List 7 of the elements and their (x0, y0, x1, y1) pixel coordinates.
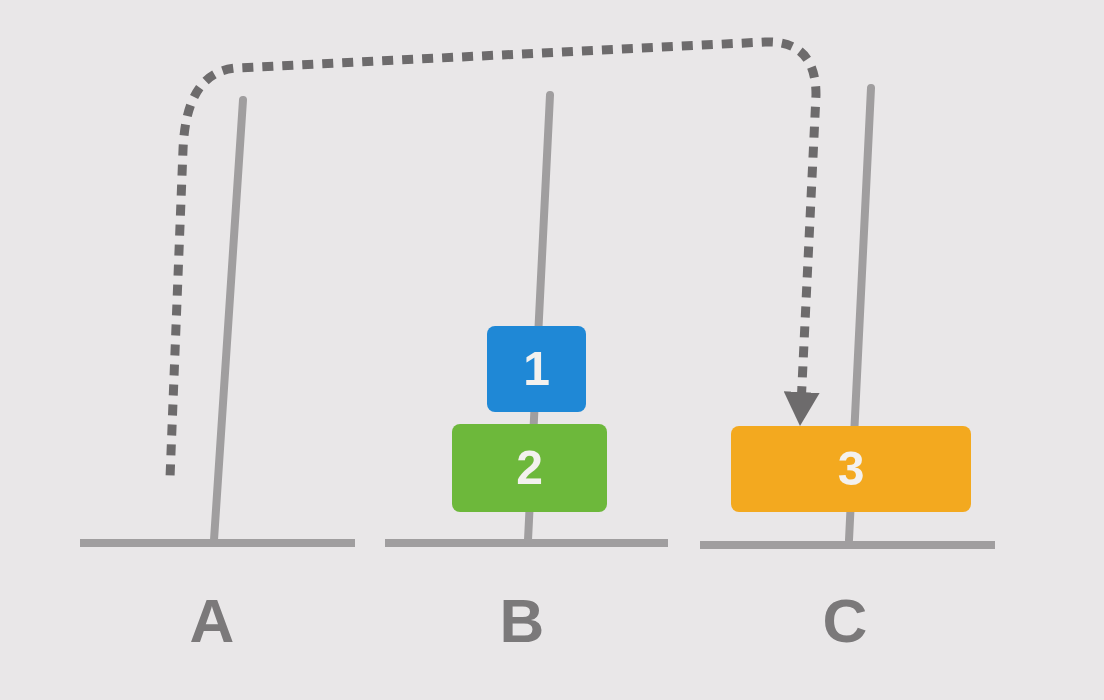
peg-label: A (189, 590, 235, 652)
peg-label: C (822, 590, 868, 652)
disk-number: 1 (523, 345, 550, 393)
dashed-arrow (165, 37, 821, 479)
disk-number: 2 (516, 444, 543, 492)
peg-label: B (499, 590, 545, 652)
disk-number: 3 (837, 445, 865, 493)
